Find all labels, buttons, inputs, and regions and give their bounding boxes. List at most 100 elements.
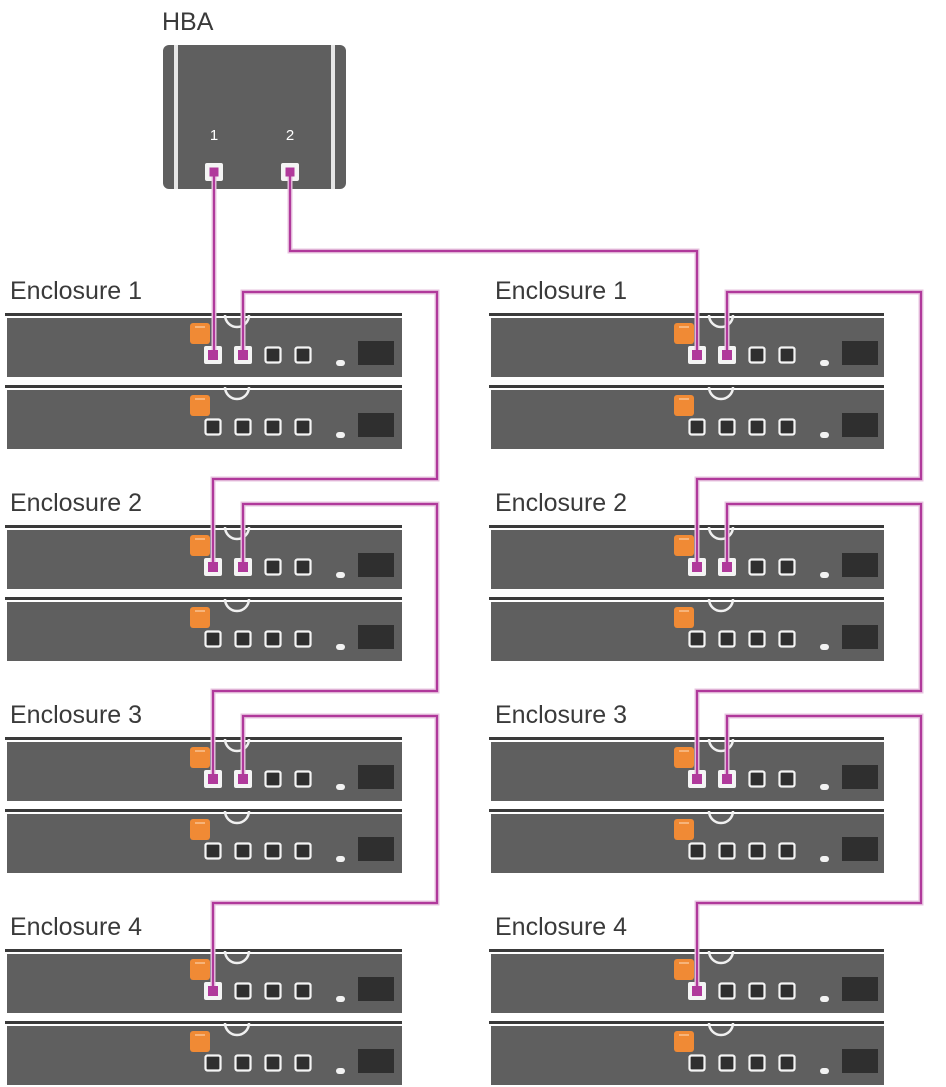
right-chain-enclosure-3-module-bottom-port-2[interactable]: [718, 842, 736, 860]
left-chain-enclosure-1-module-top-rail: [5, 313, 402, 316]
left-chain-enclosure-2-module-bottom-port-1[interactable]: [204, 630, 222, 648]
right-chain-enclosure-1-module-top-port-4[interactable]: [778, 346, 796, 364]
left-chain-enclosure-2-module-bottom-display-block: [358, 625, 394, 649]
right-chain-enclosure-3-module-bottom-mgmt-port[interactable]: [820, 856, 829, 862]
right-chain-enclosure-4-module-top-release-handle-icon[interactable]: [674, 959, 694, 980]
left-chain-enclosure-4-module-top-port-3[interactable]: [264, 982, 282, 1000]
right-chain-enclosure-4-module-top-port-2[interactable]: [718, 982, 736, 1000]
right-chain-enclosure-1-module-top-mgmt-port[interactable]: [820, 360, 829, 366]
cable-connectors: [208, 167, 732, 996]
left-chain-enclosure-2-module-top-mgmt-port[interactable]: [336, 572, 345, 578]
right-chain-enclosure-1-module-top-display-block: [842, 341, 878, 365]
right-chain-enclosure-3-module-top-port-3[interactable]: [748, 770, 766, 788]
hba-bracket-line-left: [174, 45, 178, 189]
cable-left-enclosure-2-to-3[interactable]: [211, 502, 439, 779]
left-chain-enclosure-3-module-top-mgmt-port[interactable]: [336, 784, 345, 790]
left-chain-enclosure-1-module-bottom-port-4[interactable]: [294, 418, 312, 436]
left-chain-enclosure-2-module-top-release-handle-icon[interactable]: [190, 535, 210, 556]
left-chain-enclosure-1-module-bottom-mgmt-port[interactable]: [336, 432, 345, 438]
right-chain-enclosure-4-module-top-port-4[interactable]: [778, 982, 796, 1000]
right-chain-enclosure-4-module-bottom-port-2[interactable]: [718, 1054, 736, 1072]
right-chain-enclosure-2-module-bottom-mgmt-port[interactable]: [820, 644, 829, 650]
right-chain-enclosure-2-module-top-port-4[interactable]: [778, 558, 796, 576]
left-chain-enclosure-1-module-bottom-port-2[interactable]: [234, 418, 252, 436]
cable-right-enclosure-2-to-3[interactable]: [695, 502, 923, 779]
right-chain-enclosure-1-module-bottom-port-4[interactable]: [778, 418, 796, 436]
left-chain-enclosure-1-module-bottom-port-1[interactable]: [204, 418, 222, 436]
right-chain-enclosure-2-module-bottom-port-2[interactable]: [718, 630, 736, 648]
right-chain-enclosure-4-module-bottom-mgmt-port[interactable]: [820, 1068, 829, 1074]
left-chain-enclosure-3-module-top-port-3[interactable]: [264, 770, 282, 788]
left-chain-enclosure-1-module-top-release-handle-icon[interactable]: [190, 323, 210, 344]
left-chain-enclosure-4-module-bottom-port-3[interactable]: [264, 1054, 282, 1072]
left-chain-enclosure-2-module-bottom-mgmt-port[interactable]: [336, 644, 345, 650]
right-chain-enclosure-2-module-top-port-2-connector: [722, 562, 732, 572]
left-chain-enclosure-4-module-top-port-4[interactable]: [294, 982, 312, 1000]
right-chain-enclosure-4-module-bottom-release-handle-icon[interactable]: [674, 1031, 694, 1052]
right-chain-enclosure-1-module-top-release-handle-icon[interactable]: [674, 323, 694, 344]
right-chain-enclosure-3-module-top-release-handle-icon[interactable]: [674, 747, 694, 768]
left-chain-enclosure-1-module-bottom-port-3[interactable]: [264, 418, 282, 436]
left-chain-enclosure-3-module-bottom-port-1[interactable]: [204, 842, 222, 860]
left-chain-enclosure-1-module-bottom-release-handle-icon[interactable]: [190, 395, 210, 416]
left-chain-enclosure-2-module-top-port-3[interactable]: [264, 558, 282, 576]
left-chain-enclosure-2-module-bottom-port-4[interactable]: [294, 630, 312, 648]
left-chain-enclosure-3-module-bottom-port-4[interactable]: [294, 842, 312, 860]
left-chain-enclosure-2-module-bottom-port-2[interactable]: [234, 630, 252, 648]
left-chain-enclosure-3-module-bottom-port-2[interactable]: [234, 842, 252, 860]
right-chain-enclosure-4-module-bottom-port-4[interactable]: [778, 1054, 796, 1072]
right-chain-enclosure-1-module-bottom-mgmt-port[interactable]: [820, 432, 829, 438]
right-chain-enclosure-2-module-top-release-handle-icon[interactable]: [674, 535, 694, 556]
left-chain-enclosure-2-module-top-port-4[interactable]: [294, 558, 312, 576]
right-chain-enclosure-3-module-bottom-port-3[interactable]: [748, 842, 766, 860]
right-chain-enclosure-4-module-bottom-port-1[interactable]: [688, 1054, 706, 1072]
left-chain-enclosure-3-module-top-release-handle-icon[interactable]: [190, 747, 210, 768]
cable-left-enclosure-3-to-4[interactable]: [211, 714, 439, 991]
left-chain-enclosure-1-module-top-port-4[interactable]: [294, 346, 312, 364]
right-chain-enclosure-1-module-bottom-port-3[interactable]: [748, 418, 766, 436]
right-chain-enclosure-2-module-top-port-3[interactable]: [748, 558, 766, 576]
right-chain-enclosure-1-module-bottom-port-2[interactable]: [718, 418, 736, 436]
right-chain-enclosure-4-module-bottom-rail: [489, 1021, 884, 1024]
cable-hba-port-2-to-right-enclosure-1[interactable]: [288, 172, 699, 355]
left-chain-enclosure-3-module-bottom-port-3[interactable]: [264, 842, 282, 860]
left-chain-enclosure-4-module-top-release-handle-icon[interactable]: [190, 959, 210, 980]
left-chain-enclosure-2-module-bottom-port-3[interactable]: [264, 630, 282, 648]
left-chain-enclosure-4-module-bottom-release-handle-icon[interactable]: [190, 1031, 210, 1052]
left-chain-enclosure-4-module-bottom-mgmt-port[interactable]: [336, 1068, 345, 1074]
right-chain-enclosure-4-module-bottom-port-3[interactable]: [748, 1054, 766, 1072]
cable-left-enclosure-1-to-2[interactable]: [211, 290, 439, 567]
left-chain-enclosure-4-module-top-mgmt-port[interactable]: [336, 996, 345, 1002]
hba-port-2-connector: [285, 167, 295, 177]
left-chain-enclosure-4-module-top-port-2[interactable]: [234, 982, 252, 1000]
cable-right-enclosure-3-to-4[interactable]: [695, 714, 923, 991]
right-chain-enclosure-3-module-bottom-release-handle-icon[interactable]: [674, 819, 694, 840]
right-chain-enclosure-4-module-top-port-3[interactable]: [748, 982, 766, 1000]
right-chain-enclosure-3-module-top-port-1-connector: [692, 774, 702, 784]
right-chain-enclosure-2-module-bottom-port-1[interactable]: [688, 630, 706, 648]
left-chain-enclosure-1-module-top-port-3[interactable]: [264, 346, 282, 364]
right-chain-enclosure-3-module-bottom-port-4[interactable]: [778, 842, 796, 860]
right-chain-enclosure-2-module-bottom-release-handle-icon[interactable]: [674, 607, 694, 628]
right-chain-enclosure-1-module-top-port-3[interactable]: [748, 346, 766, 364]
left-chain-enclosure-1-module-top-mgmt-port[interactable]: [336, 360, 345, 366]
left-chain-enclosure-3-module-top-port-4[interactable]: [294, 770, 312, 788]
right-chain-enclosure-3-module-top-mgmt-port[interactable]: [820, 784, 829, 790]
right-chain-enclosure-3-module-bottom-port-1[interactable]: [688, 842, 706, 860]
left-chain-enclosure-4-module-bottom-port-1[interactable]: [204, 1054, 222, 1072]
right-chain-enclosure-3-module-top-port-4[interactable]: [778, 770, 796, 788]
left-chain-enclosure-3-module-bottom-display-block: [358, 837, 394, 861]
left-chain-enclosure-3-module-bottom-release-handle-icon[interactable]: [190, 819, 210, 840]
right-chain-enclosure-1-module-bottom-port-1[interactable]: [688, 418, 706, 436]
cable-right-enclosure-1-to-2[interactable]: [695, 290, 923, 567]
left-chain-enclosure-4-module-bottom-port-2[interactable]: [234, 1054, 252, 1072]
right-chain-enclosure-2-module-bottom-port-3[interactable]: [748, 630, 766, 648]
left-chain-enclosure-2-module-bottom-release-handle-icon[interactable]: [190, 607, 210, 628]
right-chain-enclosure-2-module-bottom-port-4[interactable]: [778, 630, 796, 648]
right-chain-enclosure-1-module-bottom-release-handle-icon[interactable]: [674, 395, 694, 416]
cables: [210, 172, 924, 991]
left-chain-enclosure-4-module-bottom-port-4[interactable]: [294, 1054, 312, 1072]
right-chain-enclosure-2-module-top-mgmt-port[interactable]: [820, 572, 829, 578]
right-chain-enclosure-4-module-top-mgmt-port[interactable]: [820, 996, 829, 1002]
left-chain-enclosure-3-module-bottom-mgmt-port[interactable]: [336, 856, 345, 862]
